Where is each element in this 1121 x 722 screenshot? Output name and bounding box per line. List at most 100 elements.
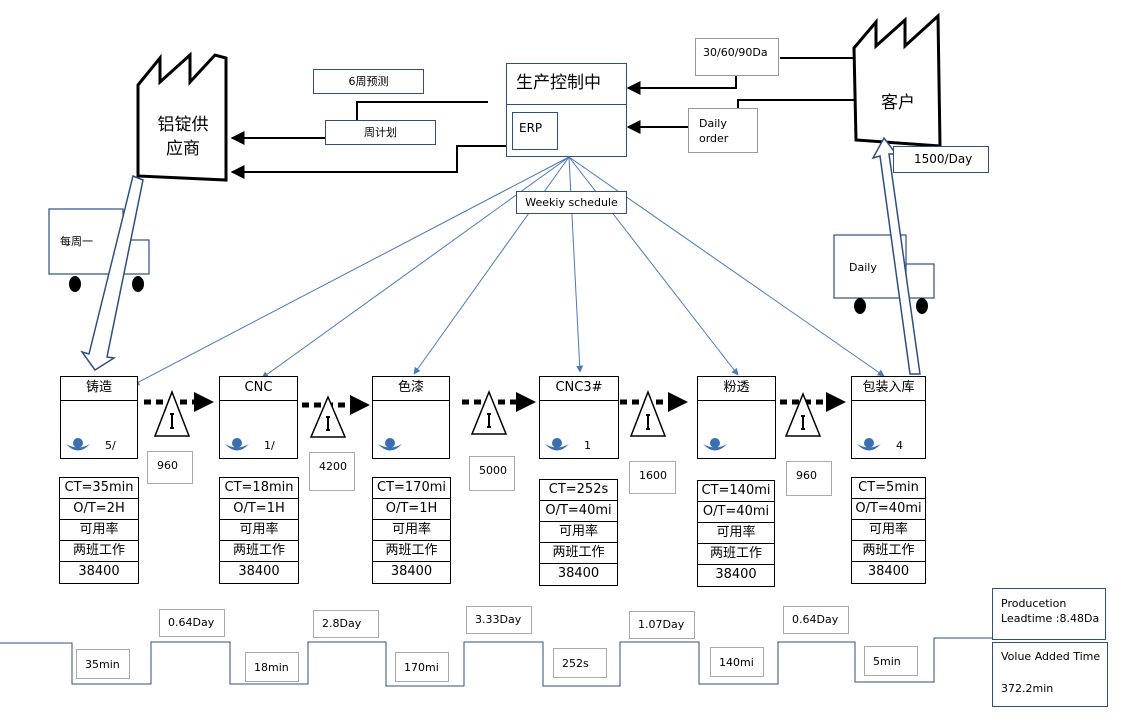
data-cell-ct: CT=252s (540, 480, 617, 501)
supplier-factory-icon (136, 51, 228, 182)
erp-box: ERP (512, 112, 558, 150)
data-cell-ot: O/T=1H (373, 499, 450, 520)
operator-count: 5/ (105, 439, 116, 452)
customer-demand-box: 1500/Day (893, 146, 989, 173)
data-cell-avail: 可用率 (60, 520, 138, 541)
operator-icon (857, 438, 881, 451)
data-cell-avail: 可用率 (698, 523, 774, 544)
customer-label: 客户 (881, 93, 915, 113)
value-added-title: Volue Added Time (1001, 650, 1101, 663)
outbound-truck-icon (833, 234, 935, 314)
value-added-value: 372.2min (1001, 682, 1054, 695)
data-cell-ot: O/T=2H (60, 499, 138, 520)
data-cell-ct: CT=5min (852, 478, 925, 499)
process-title: 色漆 (372, 376, 450, 401)
process-box: 5/ (60, 400, 138, 459)
inbound-truck-icon (48, 208, 150, 292)
process-title: CNC3# (539, 376, 619, 401)
data-cell-time: 38400 (715, 567, 757, 582)
data-cell-ct: CT=18min (220, 478, 298, 499)
wait-time-label: 1.07Day (629, 611, 695, 639)
inventory-count: 4200 (309, 452, 355, 491)
data-cell-ct: CT=170mi (373, 478, 450, 499)
inventory-glyphs (170, 413, 805, 431)
daily-order-line1: Daily (699, 117, 727, 130)
process-box (697, 400, 776, 459)
data-cell-ot: O/T=1H (220, 499, 298, 520)
lead-time-box: Producetion Leadtime :8.48Da (992, 588, 1106, 640)
timeline-ladder (0, 637, 995, 687)
operator-count: 1/ (264, 439, 275, 452)
data-cell-ct: CT=140mi (698, 481, 774, 502)
shipment-arrows (80, 136, 921, 375)
value-added-box: Volue Added Time 372.2min (992, 642, 1108, 707)
cycle-time-label: 35min (76, 649, 130, 679)
wait-time-label: 0.64Day (783, 606, 849, 634)
process-box: 1/ (219, 400, 298, 459)
weekly-plan-box: 周计划 (325, 120, 436, 145)
operator-icon (225, 438, 249, 451)
data-cell-time: 38400 (78, 564, 120, 579)
wait-time-label: 2.8Day (313, 610, 379, 638)
weekly-schedule-box: Weekiy schedule (516, 191, 627, 214)
cycle-time-label: 170mi (395, 652, 449, 682)
outbound-truck-label: Daily (849, 261, 877, 274)
process-title: 包装入库 (851, 376, 926, 401)
operator-icon (545, 438, 569, 451)
data-cell-ot: O/T=40mi (540, 501, 617, 522)
data-cell-avail: 可用率 (540, 522, 617, 543)
data-cell-shift: 两班工作 (60, 541, 138, 562)
production-control-panel: ERP (506, 104, 627, 157)
inventory-count: 5000 (469, 456, 515, 491)
daily-order-line2: order (699, 132, 729, 145)
production-control-title: 生产控制中 (506, 63, 627, 105)
customer-forecast-box: 30/60/90Da (695, 38, 779, 76)
operator-count: 4 (896, 439, 903, 452)
data-cell-ot: O/T=40mi (698, 502, 774, 523)
wait-time-label: 3.33Day (466, 606, 532, 634)
push-arrow-heads (194, 392, 846, 415)
lead-time-value: Leadtime :8.48Da (1001, 612, 1100, 625)
cycle-time-label: 5min (864, 646, 918, 676)
inbound-truck-label: 每周一 (60, 235, 93, 248)
data-cell-shift: 两班工作 (852, 541, 925, 562)
process-title: CNC (219, 376, 298, 401)
customer-factory-icon (852, 12, 942, 148)
process-box: 4 (851, 400, 926, 459)
inventory-count: 1600 (629, 461, 676, 494)
process-title: 粉透 (697, 376, 776, 401)
inventory-count: 960 (147, 451, 193, 484)
operator-icon (66, 438, 90, 451)
inventory-count: 960 (786, 461, 832, 496)
cycle-time-label: 140mi (710, 647, 764, 677)
process-box (372, 400, 450, 459)
supplier-label-line1: 铝锭供 (157, 115, 209, 135)
daily-order-box: Daily order (688, 108, 758, 153)
supplier-label: 铝锭供 应商 (140, 113, 226, 161)
data-cell-avail: 可用率 (852, 520, 925, 541)
data-cell-time: 38400 (867, 564, 910, 579)
data-cell-ot: O/T=40mi (852, 499, 925, 520)
operator-icon (703, 438, 727, 451)
supplier-label-line2: 应商 (166, 139, 200, 159)
forecast-6w-box: 6周预测 (313, 69, 424, 94)
process-title: 铸造 (60, 376, 138, 401)
data-cell-shift: 两班工作 (698, 544, 774, 565)
data-cell-avail: 可用率 (220, 520, 298, 541)
data-cell-time: 38400 (238, 564, 280, 579)
data-cell-shift: 两班工作 (220, 541, 298, 562)
cycle-time-label: 18min (245, 652, 299, 682)
cycle-time-label: 252s (553, 648, 607, 678)
data-cell-avail: 可用率 (373, 520, 450, 541)
lead-time-title: Producetion (1001, 597, 1067, 610)
data-cell-time: 38400 (557, 566, 600, 581)
data-cell-shift: 两班工作 (540, 543, 617, 564)
data-cell-ct: CT=35min (60, 478, 138, 499)
process-box: 1 (539, 400, 619, 459)
